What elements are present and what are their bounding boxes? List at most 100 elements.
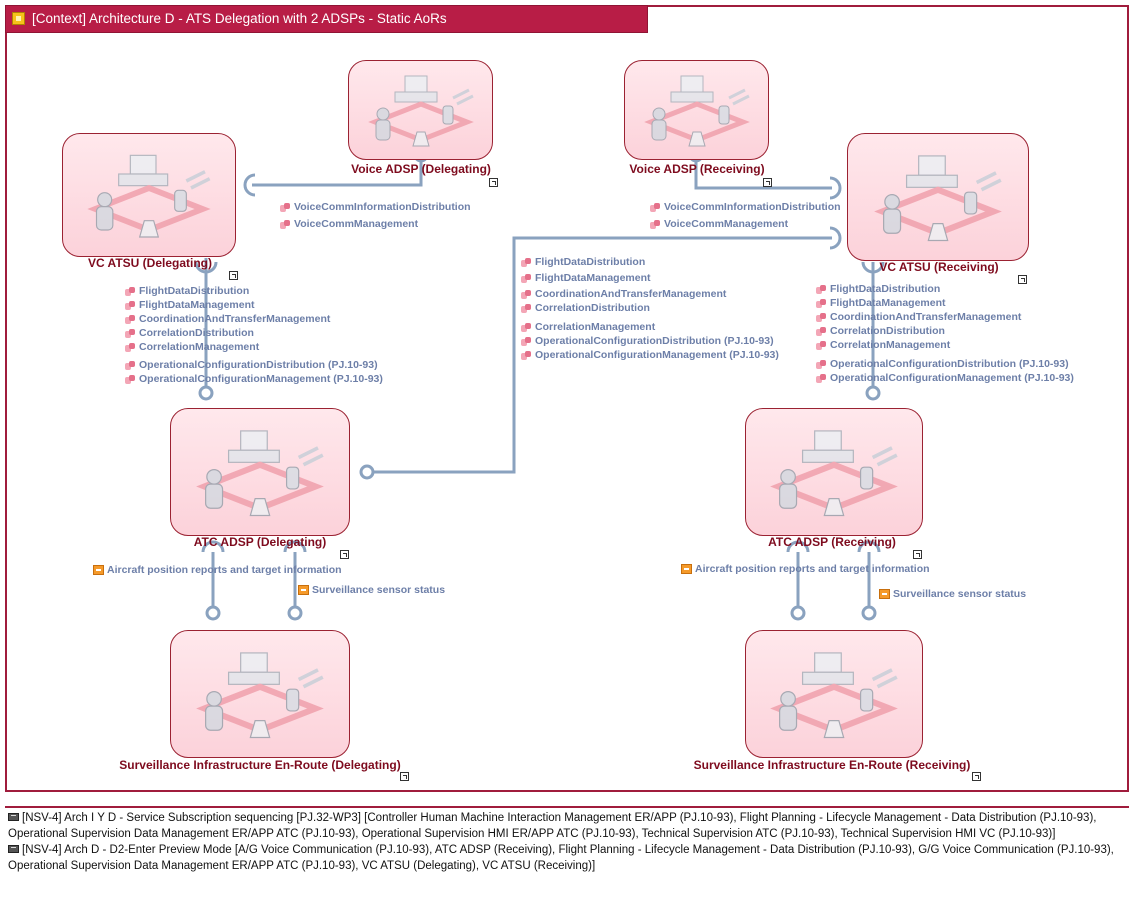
service-item[interactable]: FlightDataManagement	[125, 299, 383, 313]
node-label-voice-adsp-delegating: Voice ADSP (Delegating)	[351, 162, 491, 176]
system-node-icon	[367, 75, 474, 147]
service-interface-icon	[816, 327, 826, 336]
node-label-surveillance-receiving: Surveillance Infrastructure En-Route (Re…	[693, 758, 971, 772]
info-flow-aircraft-position-delegating[interactable]: Aircraft position reports and target inf…	[93, 564, 342, 576]
system-node-icon	[87, 154, 211, 238]
node-label-atc-adsp-delegating: ATC ADSP (Delegating)	[193, 535, 327, 549]
reference-entry[interactable]: [NSV-4] Arch I Y D - Service Subscriptio…	[8, 812, 1097, 840]
service-item[interactable]: CorrelationManagement	[816, 339, 1074, 353]
service-item[interactable]: OperationalConfigurationManagement (PJ.1…	[521, 349, 779, 363]
information-flow-icon	[298, 585, 309, 595]
service-interface-icon	[816, 285, 826, 294]
service-item[interactable]: OperationalConfigurationDistribution (PJ…	[125, 359, 383, 373]
diagram-title: [Context] Architecture D - ATS Delegatio…	[32, 11, 447, 26]
service-item[interactable]: CoordinationAndTransferManagement	[521, 288, 779, 302]
expand-icon[interactable]	[972, 772, 981, 781]
node-label-atc-adsp-receiving: ATC ADSP (Receiving)	[768, 535, 896, 549]
service-interface-icon	[816, 360, 826, 369]
service-interface-icon	[521, 351, 531, 360]
expand-icon[interactable]	[340, 550, 349, 559]
service-interface-icon	[521, 258, 531, 267]
node-label-voice-adsp-receiving: Voice ADSP (Receiving)	[629, 162, 765, 176]
service-list-center: FlightDataDistribution FlightDataManagem…	[521, 256, 779, 363]
service-item[interactable]: CorrelationManagement	[521, 321, 779, 335]
service-item[interactable]: CoordinationAndTransferManagement	[816, 311, 1074, 325]
service-interface-icon	[125, 329, 135, 338]
expand-icon[interactable]	[913, 550, 922, 559]
service-interface-icon	[816, 341, 826, 350]
service-item[interactable]: FlightDataDistribution	[125, 285, 383, 299]
expand-icon[interactable]	[1018, 275, 1027, 284]
service-item[interactable]: VoiceCommManagement	[280, 218, 471, 232]
sequence-diagram-icon	[8, 813, 19, 821]
service-item[interactable]: VoiceCommManagement	[650, 218, 841, 232]
service-interface-icon	[280, 203, 290, 212]
service-item[interactable]: FlightDataManagement	[521, 272, 779, 286]
service-item[interactable]: CorrelationDistribution	[521, 302, 779, 316]
service-item[interactable]: CorrelationDistribution	[816, 325, 1074, 339]
service-interface-icon	[521, 304, 531, 313]
system-node-icon	[770, 430, 898, 517]
context-diagram-icon	[12, 12, 25, 25]
system-node-icon	[874, 155, 1002, 242]
service-interface-icon	[125, 361, 135, 370]
service-interface-icon	[650, 203, 660, 212]
service-item[interactable]: CorrelationDistribution	[125, 327, 383, 341]
node-voice-adsp-delegating[interactable]	[348, 60, 493, 160]
info-flow-sensor-status-receiving[interactable]: Surveillance sensor status	[879, 588, 1026, 600]
service-item[interactable]: VoiceCommInformationDistribution	[650, 201, 841, 215]
service-interface-icon	[650, 220, 660, 229]
node-atc-adsp-receiving[interactable]	[745, 408, 923, 536]
service-item[interactable]: FlightDataManagement	[816, 297, 1074, 311]
node-atc-adsp-delegating[interactable]	[170, 408, 350, 536]
system-node-icon	[196, 652, 324, 739]
related-diagrams-panel: [NSV-4] Arch I Y D - Service Subscriptio…	[5, 806, 1129, 902]
service-item[interactable]: OperationalConfigurationDistribution (PJ…	[816, 358, 1074, 372]
info-flow-sensor-status-delegating[interactable]: Surveillance sensor status	[298, 584, 445, 596]
node-voice-adsp-receiving[interactable]	[624, 60, 769, 160]
service-list-right: FlightDataDistribution FlightDataManagem…	[816, 283, 1074, 386]
diagram-title-tab[interactable]: [Context] Architecture D - ATS Delegatio…	[5, 5, 648, 33]
service-item[interactable]: CorrelationManagement	[125, 341, 383, 355]
service-item[interactable]: OperationalConfigurationDistribution (PJ…	[521, 335, 779, 349]
service-item[interactable]: FlightDataDistribution	[521, 256, 779, 270]
system-node-icon	[770, 652, 898, 739]
service-list-left: FlightDataDistribution FlightDataManagem…	[125, 285, 383, 387]
information-flow-icon	[681, 564, 692, 574]
reference-entry[interactable]: [NSV-4] Arch D - D2-Enter Preview Mode […	[8, 844, 1114, 872]
service-interface-icon	[521, 290, 531, 299]
expand-icon[interactable]	[763, 178, 772, 187]
service-item[interactable]: CoordinationAndTransferManagement	[125, 313, 383, 327]
service-item[interactable]: FlightDataDistribution	[816, 283, 1074, 297]
service-interface-icon	[521, 274, 531, 283]
node-surveillance-delegating[interactable]	[170, 630, 350, 758]
service-list-voice-delegating: VoiceCommInformationDistribution VoiceCo…	[280, 201, 471, 232]
service-item[interactable]: VoiceCommInformationDistribution	[280, 201, 471, 215]
service-item[interactable]: OperationalConfigurationManagement (PJ.1…	[125, 373, 383, 387]
system-node-icon	[196, 430, 324, 517]
expand-icon[interactable]	[489, 178, 498, 187]
node-surveillance-receiving[interactable]	[745, 630, 923, 758]
service-interface-icon	[125, 315, 135, 324]
expand-icon[interactable]	[400, 772, 409, 781]
node-vc-atsu-receiving[interactable]	[847, 133, 1029, 261]
service-interface-icon	[816, 313, 826, 322]
info-flow-aircraft-position-receiving[interactable]: Aircraft position reports and target inf…	[681, 563, 930, 575]
service-interface-icon	[521, 323, 531, 332]
service-interface-icon	[125, 301, 135, 310]
service-interface-icon	[125, 343, 135, 352]
service-interface-icon	[521, 337, 531, 346]
connector-voice-receiving	[694, 160, 832, 190]
connector-voice-delegating	[252, 160, 423, 187]
node-label-vc-atsu-delegating: VC ATSU (Delegating)	[87, 256, 213, 270]
service-item[interactable]: OperationalConfigurationManagement (PJ.1…	[816, 372, 1074, 386]
service-interface-icon	[816, 299, 826, 308]
node-vc-atsu-delegating[interactable]	[62, 133, 236, 257]
information-flow-icon	[93, 565, 104, 575]
expand-icon[interactable]	[229, 271, 238, 280]
service-list-voice-receiving: VoiceCommInformationDistribution VoiceCo…	[650, 201, 841, 232]
service-interface-icon	[280, 220, 290, 229]
node-label-surveillance-delegating: Surveillance Infrastructure En-Route (De…	[119, 758, 401, 772]
service-interface-icon	[816, 374, 826, 383]
connector-atc-vc-receiving	[373, 236, 832, 474]
